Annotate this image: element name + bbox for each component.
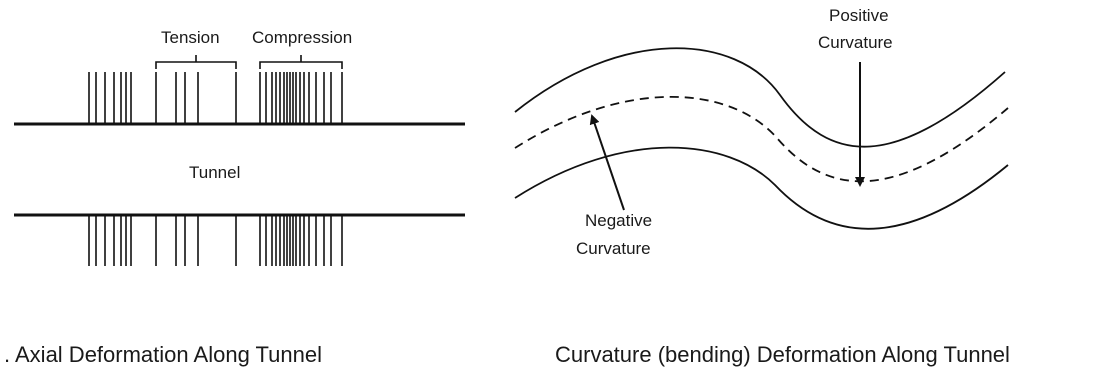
strain-ticks-top xyxy=(88,72,343,124)
tension-bracket xyxy=(155,55,237,69)
tension-label: Tension xyxy=(161,28,220,47)
negative-curvature-arrow xyxy=(589,114,625,211)
axial-caption: . Axial Deformation Along Tunnel xyxy=(4,342,322,367)
negative-curvature-label-line1: Negative xyxy=(585,211,652,230)
tunnel-lower-wall-curve xyxy=(514,146,1009,230)
positive-curvature-label-line1: Positive xyxy=(829,6,889,25)
axial-deformation-panel: Tension Compression Tunnel . Axial Defor… xyxy=(4,28,465,367)
compression-label: Compression xyxy=(252,28,352,47)
curvature-caption: Curvature (bending) Deformation Along Tu… xyxy=(555,342,1010,367)
tunnel-label: Tunnel xyxy=(189,163,240,182)
tunnel-upper-wall-curve xyxy=(514,47,1006,148)
strain-ticks-bottom xyxy=(88,215,343,266)
tunnel-centerline-curve xyxy=(514,95,1009,183)
curvature-deformation-panel: Positive Curvature Negative Curvature Cu… xyxy=(514,6,1010,367)
negative-curvature-label-line2: Curvature xyxy=(576,239,651,258)
positive-curvature-label-line2: Curvature xyxy=(818,33,893,52)
compression-bracket xyxy=(259,55,343,69)
